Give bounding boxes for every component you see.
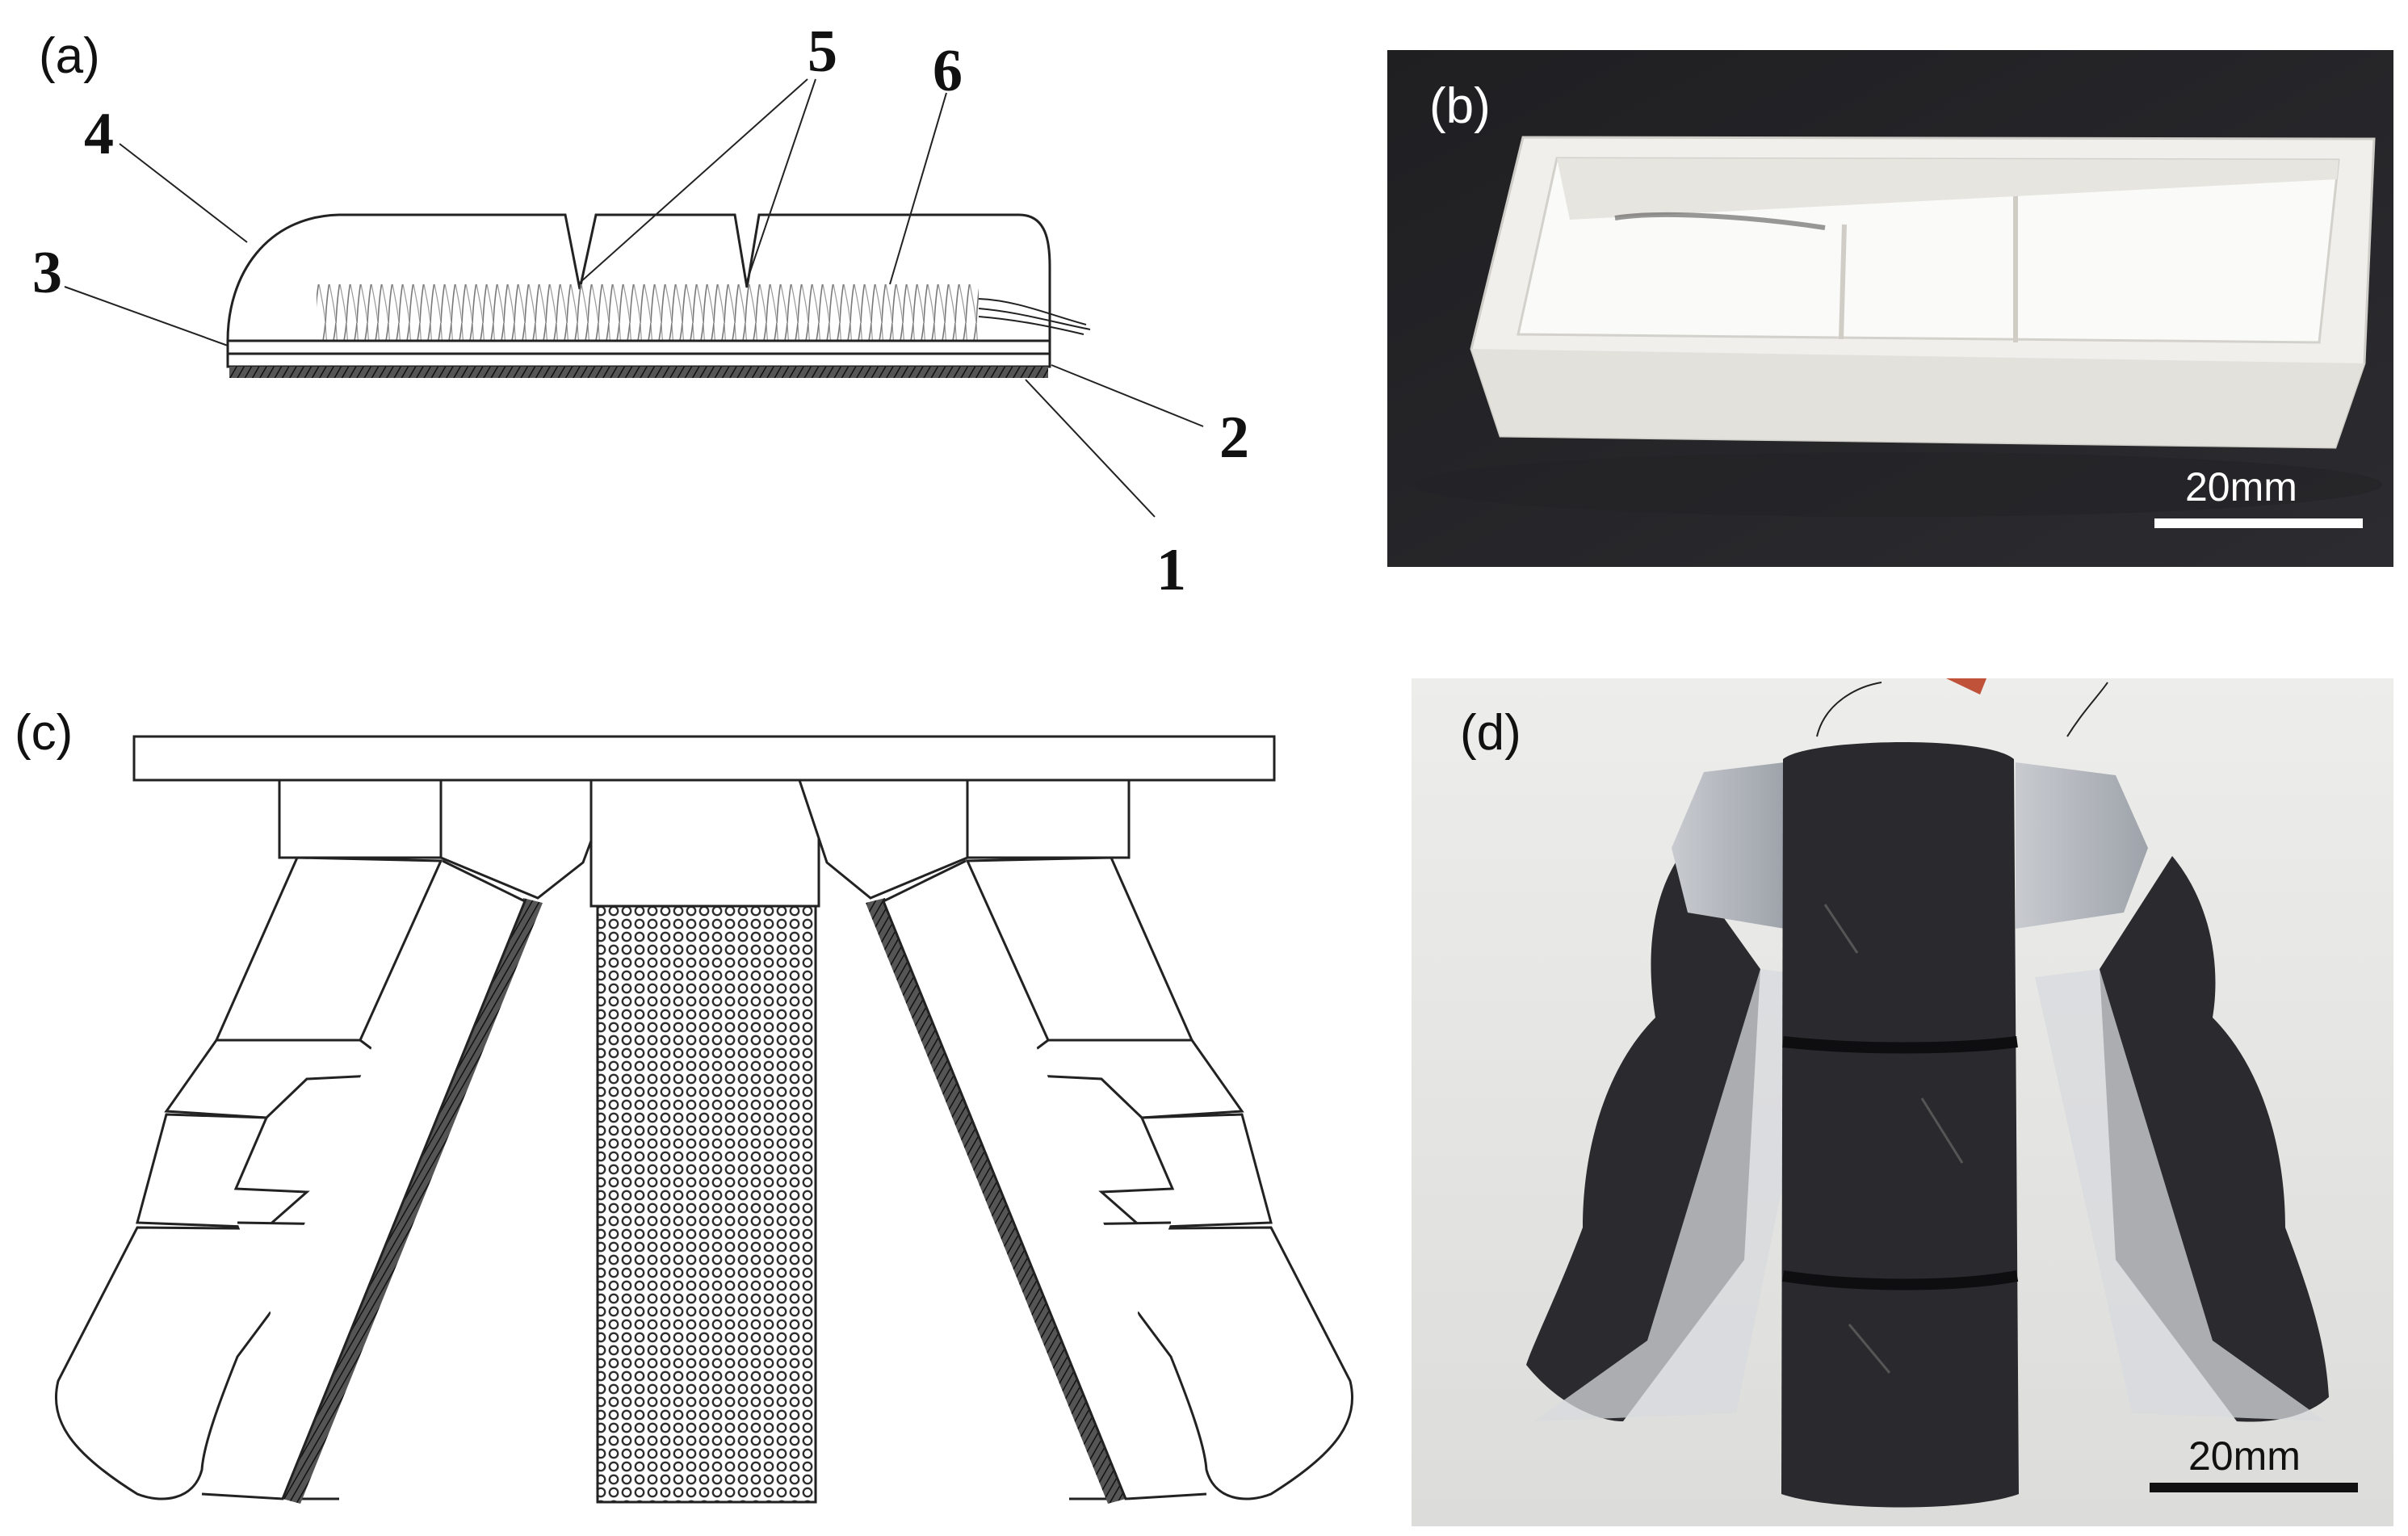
callout-3: 3 (32, 240, 62, 306)
left-finger (54, 856, 543, 1504)
callout-2: 2 (1219, 405, 1249, 471)
center-mount (589, 778, 820, 908)
center-mesh-pad (596, 904, 817, 1504)
panel-c-label: (c) (15, 705, 73, 761)
panel-a-label: (a) (39, 28, 100, 84)
photo-center-pad (1781, 741, 2019, 1508)
right-finger-mesh-strip (866, 898, 1126, 1504)
left-mount (278, 778, 443, 859)
lead-wires (978, 298, 1091, 335)
layer-3 (226, 339, 1051, 355)
layer-1-bumps (229, 367, 1048, 378)
callout-4: 4 (84, 101, 114, 167)
panel-b-label: (b) (1429, 78, 1491, 134)
callout-1: 1 (1156, 537, 1186, 603)
panel-d-scale-label: 20mm (2188, 1433, 2301, 1479)
panel-b-scale-label: 20mm (2185, 464, 2297, 510)
left-finger-mesh-strip (283, 898, 543, 1504)
callout-5: 5 (808, 19, 837, 85)
panel-b: (b) 20mm (1387, 50, 2393, 567)
spring-coil (317, 284, 979, 342)
panel-c: (c) (15, 705, 1354, 1504)
right-wedge (797, 778, 969, 900)
panel-d-scale-bar (2150, 1483, 2358, 1492)
left-wedge (439, 778, 616, 900)
panel-a: (a) 4 3 5 6 2 1 (32, 19, 1249, 603)
layer-2 (226, 352, 1051, 368)
callout-6: 6 (933, 38, 963, 104)
panel-d: (d) 20mm (1412, 678, 2393, 1526)
right-mount (966, 778, 1131, 859)
panel-b-scale-bar (2154, 518, 2363, 528)
right-finger (866, 856, 1354, 1504)
panel-d-label: (d) (1460, 705, 1521, 761)
base-plate (132, 735, 1276, 782)
